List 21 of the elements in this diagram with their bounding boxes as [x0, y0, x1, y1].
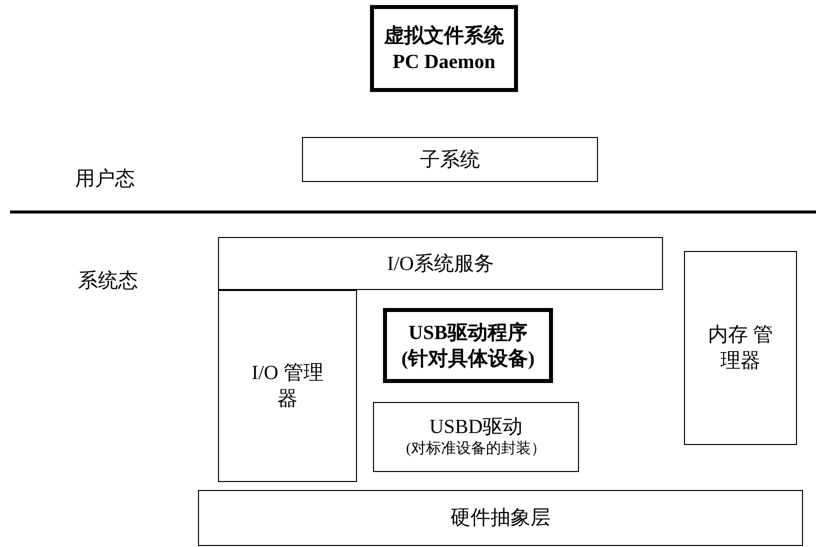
box-label: USBD驱动 — [429, 415, 523, 440]
mode-label: 系统态 — [78, 269, 138, 294]
manager-box — [218, 290, 357, 482]
driver-box — [373, 402, 579, 472]
system-box — [370, 5, 518, 92]
box-label: 硬件抽象层 — [450, 506, 550, 531]
driver-box — [383, 308, 553, 383]
mode-label: 用户态 — [75, 167, 135, 192]
subsystem-box — [302, 137, 598, 182]
box-label: PC Daemon — [392, 50, 496, 74]
box-label: (针对具体设备) — [401, 346, 535, 372]
box-label: 子系统 — [420, 148, 480, 172]
layer-box — [198, 490, 803, 546]
manager-box — [684, 251, 797, 445]
box-label: (对标准设备的封装） — [406, 440, 546, 460]
box-label: I/O 管理器 — [250, 361, 324, 412]
box-label: I/O系统服务 — [387, 252, 494, 276]
service-box — [218, 237, 663, 290]
box-label: USB驱动程序 — [408, 320, 528, 346]
box-label: 内存 管理器 — [707, 323, 774, 374]
box-label: 虚拟文件系统 — [384, 24, 504, 48]
